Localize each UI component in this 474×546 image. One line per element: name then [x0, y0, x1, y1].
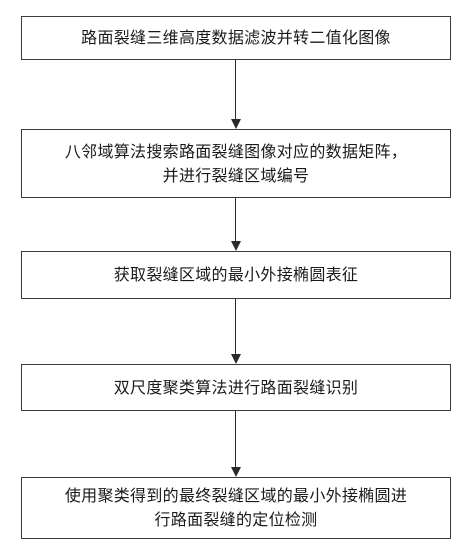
step-1-box: 路面裂缝三维高度数据滤波并转二值化图像 [21, 16, 451, 60]
arrow-1-shaft [235, 60, 237, 119]
step-2-box: 八邻域算法搜索路面裂缝图像对应的数据矩阵， 并进行裂缝区域编号 [21, 129, 451, 198]
step-5-label: 使用聚类得到的最终裂缝区域的最小外接椭圆进 行路面裂缝的定位检测 [64, 486, 408, 529]
step-1-label: 路面裂缝三维高度数据滤波并转二值化图像 [81, 28, 391, 47]
arrow-3-shaft [235, 299, 237, 354]
step-4-box: 双尺度聚类算法进行路面裂缝识别 [21, 364, 451, 411]
arrow-3-head [230, 354, 241, 364]
step-2-label: 八邻域算法搜索路面裂缝图像对应的数据矩阵， 并进行裂缝区域编号 [64, 141, 408, 185]
arrow-2-head [230, 241, 241, 251]
arrow-2-shaft [235, 198, 237, 241]
step-5-box: 使用聚类得到的最终裂缝区域的最小外接椭圆进 行路面裂缝的定位检测 [21, 477, 451, 539]
step-4-label: 双尺度聚类算法进行路面裂缝识别 [113, 377, 359, 397]
arrow-4-shaft [235, 411, 237, 467]
arrow-4-head [230, 467, 241, 477]
arrow-1-head [230, 119, 241, 129]
step-3-label: 获取裂缝区域的最小外接椭圆表征 [113, 265, 359, 284]
step-3-box: 获取裂缝区域的最小外接椭圆表征 [21, 251, 451, 299]
